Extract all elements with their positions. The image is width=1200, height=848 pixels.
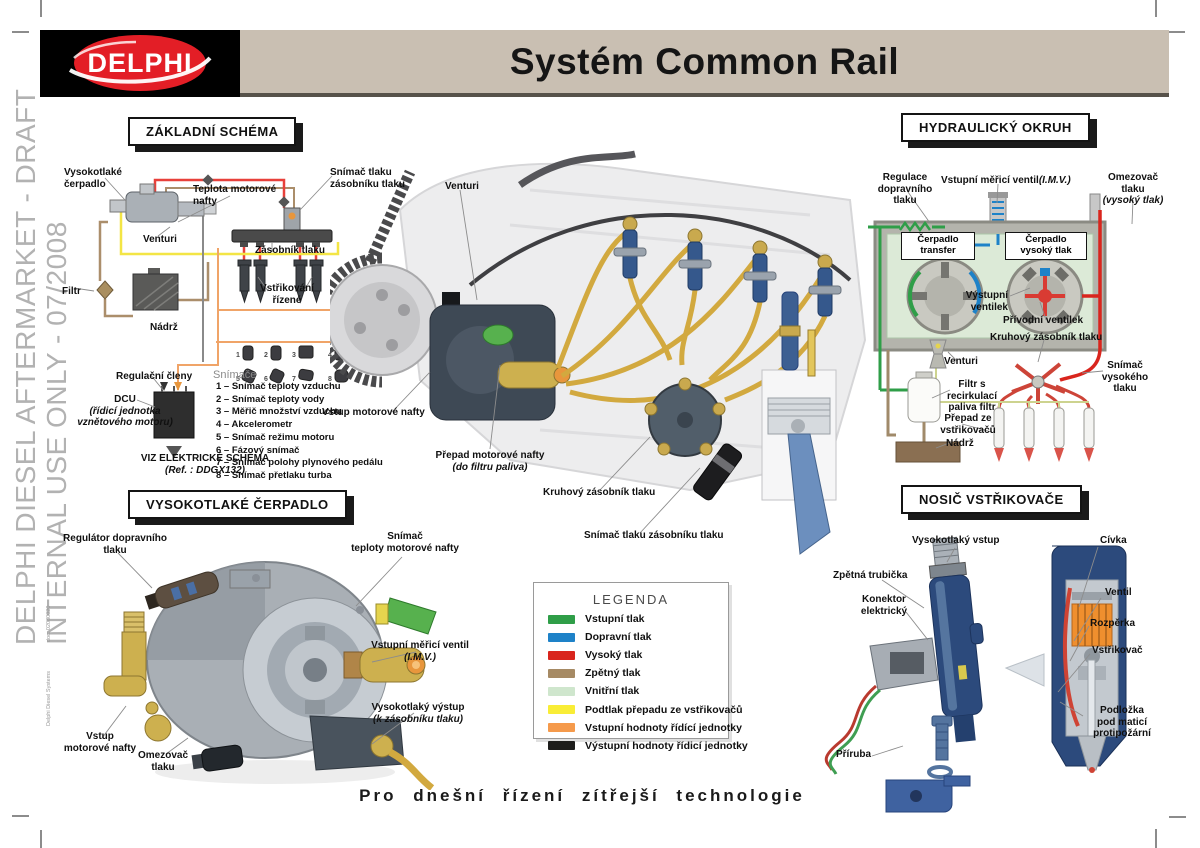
legend-row: Vysoký tlak bbox=[548, 649, 728, 661]
label-omezovac-tlaku-pump: Omezovač tlaku bbox=[137, 750, 189, 773]
section-title-nosic-vstrikovace: NOSIČ VSTŘIKOVAČE bbox=[901, 485, 1082, 514]
page-title: Systém Common Rail bbox=[509, 40, 900, 82]
label-rozperka: Rozpěrka bbox=[1090, 618, 1136, 629]
legend-swatch bbox=[548, 614, 575, 624]
label-vysokotlaky-vystup: Vysokotlaký výstup (k zásobníku tlaku) bbox=[371, 702, 465, 725]
legend-row: Vnitřní tlak bbox=[548, 685, 728, 697]
sensor-list-item: 3 – Měřič množství vzduchu bbox=[216, 406, 342, 418]
legend-swatch bbox=[548, 668, 575, 678]
svg-text:3: 3 bbox=[292, 352, 296, 359]
label-cerpadlo-transfer: Čerpadlo transfer bbox=[901, 232, 975, 260]
injector-carrier-art bbox=[824, 536, 1127, 813]
sensor-list-item: 6 – Fázový snímač bbox=[216, 444, 300, 456]
label-snimac-tlaku-engine: Snímač tlaku zásobníku tlaku bbox=[584, 530, 724, 541]
label-snimac-vysokeho-tlaku: Snímač vysokého tlaku bbox=[1101, 360, 1149, 394]
fine-print-2: Delphi Diesel Systems bbox=[46, 670, 52, 726]
label-vstrikovac: Vstřikovač bbox=[1092, 645, 1143, 656]
legend-row: Výstupní hodnoty řídicí jednotky bbox=[548, 740, 748, 752]
label-cerpadlo-vysoky-tlak: Čerpadlo vysoký tlak bbox=[1005, 232, 1087, 260]
label-podlozka: Podložka pod maticí protipožární bbox=[1093, 705, 1151, 739]
label-konektor-elektricky: Konektor elektrický bbox=[860, 594, 908, 617]
sensor-list-item: 1 – Snímač teploty vzduchu bbox=[216, 381, 341, 392]
legend-swatch bbox=[548, 723, 575, 733]
label-zasobnik-tlaku: Zásobník tlaku bbox=[255, 245, 326, 256]
crop-mark bbox=[12, 31, 29, 33]
label-omezovac-tlaku-hydraulic: Omezovač tlaku (vysoký tlak) bbox=[1102, 172, 1164, 206]
label-vysokotlake-cerpadlo: Vysokotlaké čerpadlo bbox=[64, 167, 122, 190]
label-snimac-teploty-nafty: Snímač teploty motorové nafty bbox=[351, 531, 459, 554]
legend-row: Vstupní tlak bbox=[548, 613, 728, 625]
section-title-vysokotlake-cerpadlo: VYSOKOTLAKÉ ČERPADLO bbox=[128, 490, 347, 519]
label-vstup-motorove-nafty-pump: Vstup motorové nafty bbox=[63, 731, 137, 754]
crop-mark bbox=[12, 815, 29, 817]
label-venturi-engine: Venturi bbox=[445, 181, 479, 192]
label-vysokotlaky-vstup: Vysokotlaký vstup bbox=[912, 535, 1000, 546]
label-imv-pump: Vstupní měřicí ventil (I.M.V.) bbox=[371, 640, 469, 663]
legend: LEGENDA Vstupní tlak Dopravní tlak Vysok… bbox=[533, 582, 748, 752]
label-dcu: DCU (řídicí jednotka vznětového motoru) bbox=[77, 394, 173, 428]
legend-swatch bbox=[548, 686, 575, 696]
label-priruba: Příruba bbox=[836, 749, 872, 760]
tagline: Pro dnešní řízení zítřejší technologie bbox=[359, 786, 805, 805]
label-teplota-nafty: Teplota motorové nafty bbox=[193, 184, 277, 207]
svg-text:1: 1 bbox=[236, 352, 240, 359]
sensor-list: 1 – Snímač teploty vzduchu 2 – Snímač te… bbox=[216, 381, 383, 483]
label-snimace-heading: Snímače bbox=[213, 369, 257, 381]
label-vstup-motorove-nafty-engine: Vstup motorové nafty bbox=[322, 407, 425, 418]
legend-swatch bbox=[548, 741, 575, 751]
svg-text:DELPHI: DELPHI bbox=[87, 48, 192, 78]
legend-row: Zpětný tlak bbox=[548, 667, 728, 679]
legend-title: LEGENDA bbox=[592, 592, 670, 607]
crop-mark bbox=[40, 0, 42, 17]
label-privodni-ventilek: Přívodní ventilek bbox=[1003, 315, 1084, 326]
header-bar: Systém Common Rail bbox=[240, 30, 1169, 97]
label-nadrz-hydraulic: Nádrž bbox=[946, 438, 974, 449]
label-filtr-recirkulaci: Filtr s recirkulací paliva filtr bbox=[946, 379, 998, 413]
label-snimac-tlaku-zasobniku: Snímač tlaku zásobníku tlaku bbox=[330, 167, 406, 190]
engine-illustration bbox=[330, 150, 867, 555]
label-regulator-dopravniho-tlaku: Regulátor dopravního tlaku bbox=[63, 533, 167, 556]
section-title-zakladni-schema: ZÁKLADNÍ SCHÉMA bbox=[128, 117, 297, 146]
label-venturi-hydraulic: Venturi bbox=[944, 356, 978, 367]
label-vstrikovani-rizene: Vstřikování řízené bbox=[260, 283, 314, 306]
svg-text:4: 4 bbox=[328, 352, 332, 359]
legend-row: Dopravní tlak bbox=[548, 631, 728, 643]
svg-text:2: 2 bbox=[264, 352, 268, 359]
legend-row: Podtlak přepadu ze vstřikovačů bbox=[548, 704, 743, 716]
label-ventil: Ventil bbox=[1105, 587, 1132, 598]
label-zpetna-trubicka: Zpětná trubička bbox=[833, 570, 908, 581]
crop-mark bbox=[1169, 816, 1186, 818]
crop-mark bbox=[1168, 31, 1185, 33]
label-nadrz: Nádrž bbox=[150, 322, 178, 333]
label-venturi-schema: Venturi bbox=[143, 234, 177, 245]
sensor-list-item: 7 – Snímač polohy plynového pedálu bbox=[216, 457, 383, 469]
legend-row: Vstupní hodnoty řídící jednotky bbox=[548, 722, 742, 734]
label-viz-elektricke-schema: VIZ ELEKTRICKÉ SCHÉMA bbox=[140, 453, 270, 464]
label-kruhovy-zasobnik-hydraulic: Kruhový zásobník tlaku bbox=[990, 332, 1103, 343]
sensor-list-item: 4 – Akcelerometr bbox=[216, 419, 293, 431]
label-regulacni-cleny: Regulační členy bbox=[116, 371, 193, 382]
label-prepad-ze-vstrikovacu: Přepad ze vstřikovačů bbox=[940, 413, 996, 436]
delphi-logo-art: DELPHI bbox=[68, 35, 212, 91]
sensor-list-item: 5 – Snímač režimu motoru bbox=[216, 431, 335, 443]
crop-mark bbox=[40, 830, 42, 848]
legend-swatch bbox=[548, 632, 575, 642]
label-civka: Cívka bbox=[1100, 535, 1127, 546]
label-ref-ddgx132: (Ref. : DDGX132) bbox=[164, 465, 246, 476]
crop-mark bbox=[1155, 829, 1157, 848]
sensor-list-item: 8 – Snímač přetlaku turba bbox=[216, 470, 332, 482]
label-imv-hydraulic: Vstupní měřicí ventil(I.M.V.) bbox=[941, 175, 1071, 186]
label-kruhovy-zasobnik-engine: Kruhový zásobník tlaku bbox=[543, 487, 656, 498]
fine-print-1: doc: 02080020 bbox=[46, 605, 52, 642]
legend-swatch bbox=[548, 650, 575, 660]
label-filtr: Filtr bbox=[62, 286, 81, 297]
section-title-hydraulicky-okruh: HYDRAULICKÝ OKRUH bbox=[901, 113, 1090, 142]
label-prepad-motorove-nafty: Přepad motorové nafty (do filtru paliva) bbox=[435, 450, 545, 473]
sensor-list-item: 2 – Snímač teploty vody bbox=[216, 393, 325, 405]
legend-swatch bbox=[548, 705, 575, 715]
delphi-logo: DELPHI bbox=[40, 30, 240, 97]
label-vystupni-ventilek: Výstupní ventilek bbox=[965, 290, 1008, 313]
label-regulace-dopravniho-tlaku: Regulace dopravního tlaku bbox=[877, 172, 933, 206]
crop-mark bbox=[1155, 0, 1157, 17]
